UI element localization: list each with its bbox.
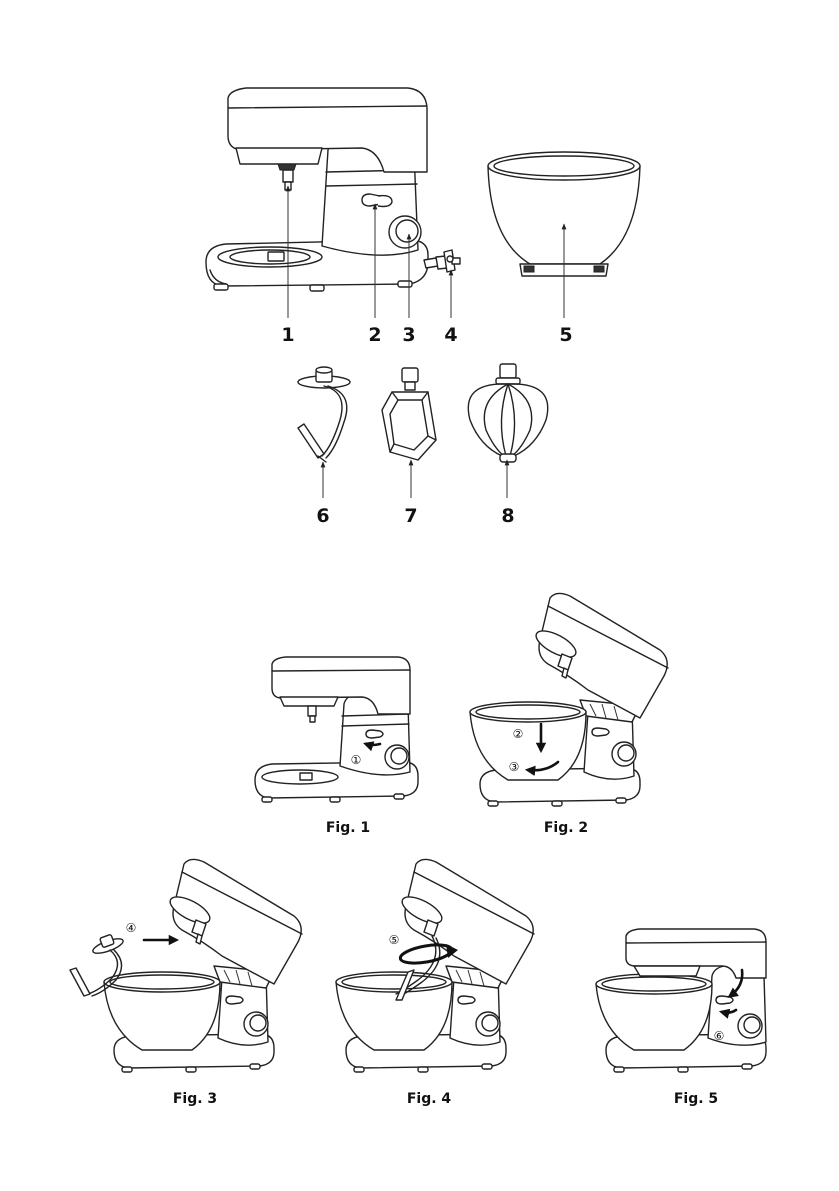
fig4-caption: Fig. 4 <box>407 1091 452 1107</box>
stand-mixer-illustration <box>206 88 460 291</box>
fig2-step-2: ② <box>513 727 524 741</box>
fig4-illustration <box>336 859 534 1072</box>
fig5-illustration <box>596 929 766 1072</box>
fig2-illustration <box>470 593 668 806</box>
part-label-4: 4 <box>444 324 457 346</box>
fig5-caption: Fig. 5 <box>674 1091 718 1107</box>
fig4-step-5: ⑤ <box>389 933 400 947</box>
fig3-caption: Fig. 3 <box>173 1091 217 1107</box>
fig3-illustration <box>70 859 302 1072</box>
fig1-caption: Fig. 1 <box>326 820 370 836</box>
whisk-illustration <box>468 364 547 462</box>
part-label-6: 6 <box>316 505 329 527</box>
part-label-3: 3 <box>402 324 415 346</box>
leader-lines-accessories <box>323 460 507 498</box>
part-label-5: 5 <box>559 324 572 346</box>
flat-beater-illustration <box>382 368 436 460</box>
fig2-step-3: ③ <box>509 760 520 774</box>
fig1-step-1: ① <box>351 753 362 767</box>
fig5-step-6: ⑥ <box>714 1029 725 1043</box>
part-label-1: 1 <box>281 324 294 346</box>
part-label-8: 8 <box>501 505 514 527</box>
fig3-step-4: ④ <box>126 921 137 935</box>
part-label-2: 2 <box>368 324 381 346</box>
fig2-caption: Fig. 2 <box>544 820 588 836</box>
fig1-illustration <box>255 657 418 802</box>
part-label-7: 7 <box>404 505 417 527</box>
dough-hook-illustration <box>298 367 350 462</box>
